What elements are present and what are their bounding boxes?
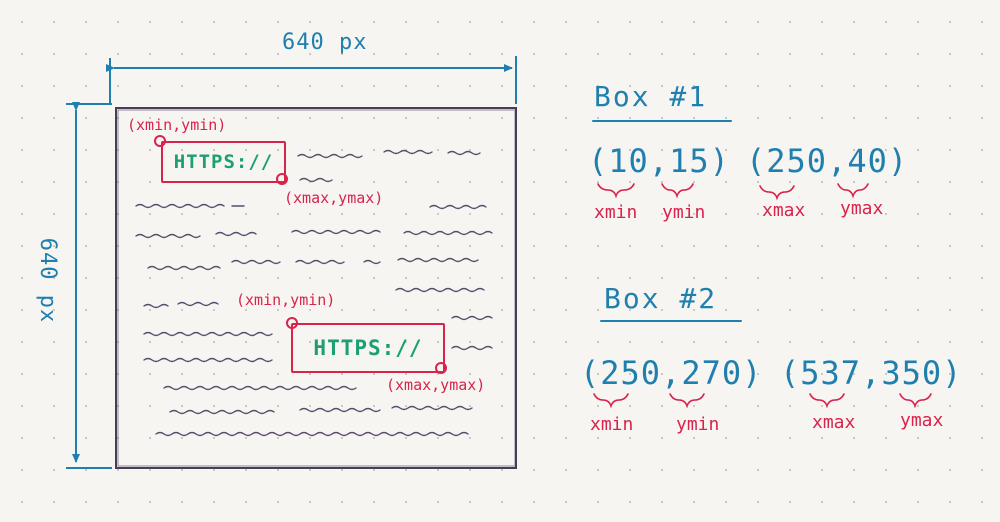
legend-braces: [593, 183, 932, 409]
box2-detected-text: HTTPS://: [291, 323, 445, 373]
box1-max-label: (xmax,ymax): [284, 189, 384, 207]
height-label: 640 px: [35, 237, 61, 324]
box2-xmax-label: xmax: [812, 412, 856, 433]
box2-ymin-label: ymin: [676, 414, 720, 435]
box2-max-tuple: (537,350): [780, 354, 963, 392]
box2-min-label: (xmin,ymin): [236, 291, 336, 309]
box1-xmax-label: xmax: [762, 200, 806, 221]
width-dimension: [106, 56, 517, 104]
box2-heading-underline: [600, 320, 742, 322]
box1-max-tuple: (250,40): [746, 142, 909, 180]
box2-heading: Box #2: [604, 282, 718, 315]
box1-detected-text: HTTPS://: [161, 141, 286, 183]
box1-min-label: (xmin,ymin): [127, 116, 227, 134]
box1-ymin-label: ymin: [662, 202, 706, 223]
box2-xmin-label: xmin: [590, 414, 634, 435]
box2-max-label: (xmax,ymax): [386, 376, 486, 394]
image-frame: [115, 107, 517, 469]
box2-ymax-label: ymax: [900, 410, 944, 431]
height-dimension: [66, 102, 112, 469]
box1-min-tuple: (10,15): [588, 142, 730, 180]
width-label: 640 px: [282, 30, 368, 55]
box2-min-tuple: (250,270): [580, 354, 763, 392]
box1-heading-underline: [592, 120, 732, 122]
box1-xmin-label: xmin: [594, 202, 638, 223]
box1-heading: Box #1: [594, 80, 708, 113]
placeholder-text-lines: [135, 149, 493, 437]
box1-ymax-label: ymax: [840, 198, 884, 219]
